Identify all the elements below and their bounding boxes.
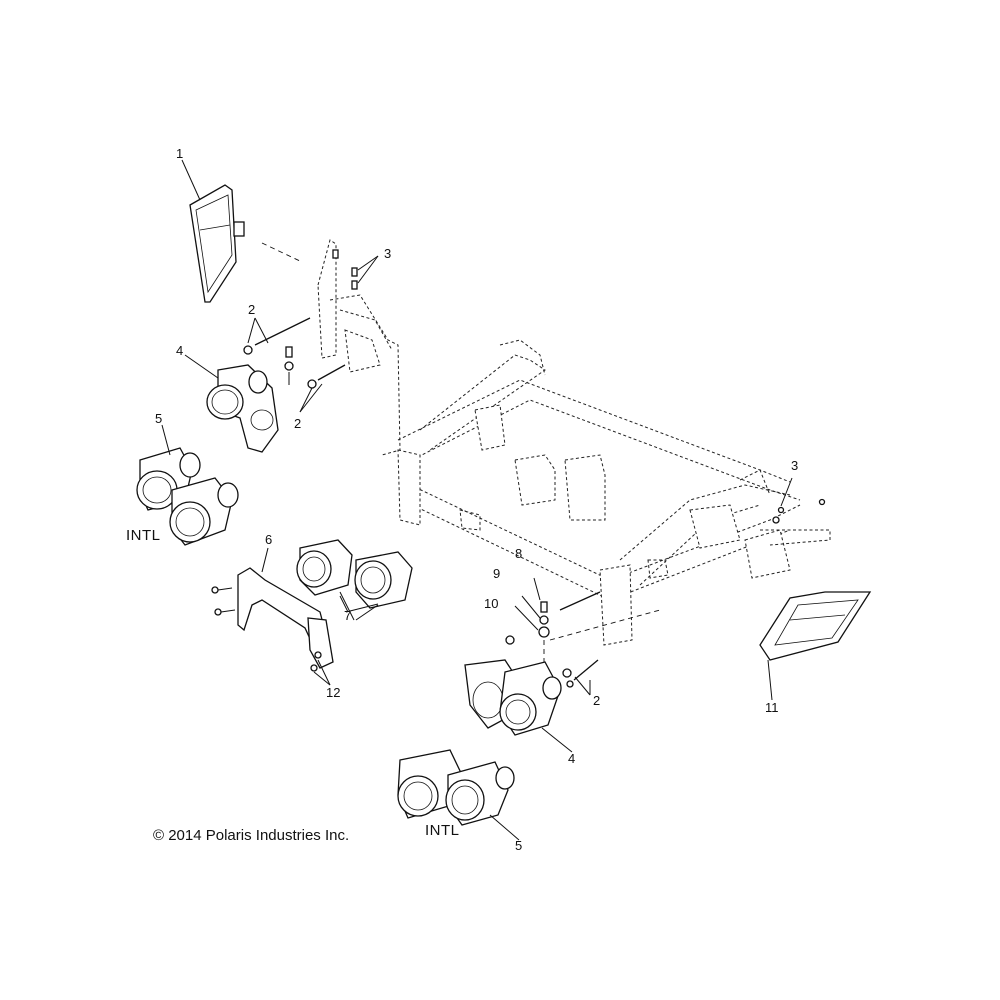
callout-2-mid: 2 — [294, 416, 302, 431]
leader-lines — [161, 159, 773, 841]
callout-7: 7 — [344, 608, 352, 623]
part-6-mount-bracket — [211, 547, 334, 669]
callout-10: 10 — [484, 596, 499, 611]
callout-4-left: 4 — [176, 343, 184, 358]
part-5-intl-headlights-bottom — [397, 749, 515, 826]
part-11-bezel-right — [759, 591, 872, 661]
vehicle-frame — [317, 239, 831, 646]
part-12-bolts — [310, 651, 331, 686]
callout-2-right: 2 — [593, 693, 601, 708]
part-3-screws-top — [332, 249, 379, 290]
part-3-screws-right — [772, 477, 826, 524]
callout-2-top: 2 — [248, 302, 256, 317]
callout-5-bottom: 5 — [515, 838, 523, 853]
callout-3-top: 3 — [384, 246, 392, 261]
intl-tag-bottom: INTL — [425, 822, 460, 839]
callout-1: 1 — [176, 146, 184, 161]
part-4-headlight-right — [464, 659, 562, 736]
part-1-bezel-left — [189, 184, 303, 303]
callout-5-left: 5 — [155, 411, 163, 426]
callout-8: 8 — [515, 546, 523, 561]
part-2-bolts-left — [243, 317, 346, 413]
intl-tag-left: INTL — [126, 527, 161, 544]
parts-8-9-10-hardware — [505, 577, 661, 662]
callout-3-right: 3 — [791, 458, 799, 473]
callout-12: 12 — [326, 685, 341, 700]
copyright-notice: © 2014 Polaris Industries Inc. — [153, 827, 350, 844]
part-4-headlight-left — [206, 364, 279, 453]
part-7-driving-lights — [296, 539, 413, 621]
callout-9: 9 — [493, 566, 501, 581]
part-5-intl-headlights-left — [136, 447, 239, 546]
callout-4-right: 4 — [568, 751, 576, 766]
callout-11: 11 — [765, 700, 779, 715]
callout-6: 6 — [265, 532, 273, 547]
part-2-bolts-right — [562, 659, 599, 696]
